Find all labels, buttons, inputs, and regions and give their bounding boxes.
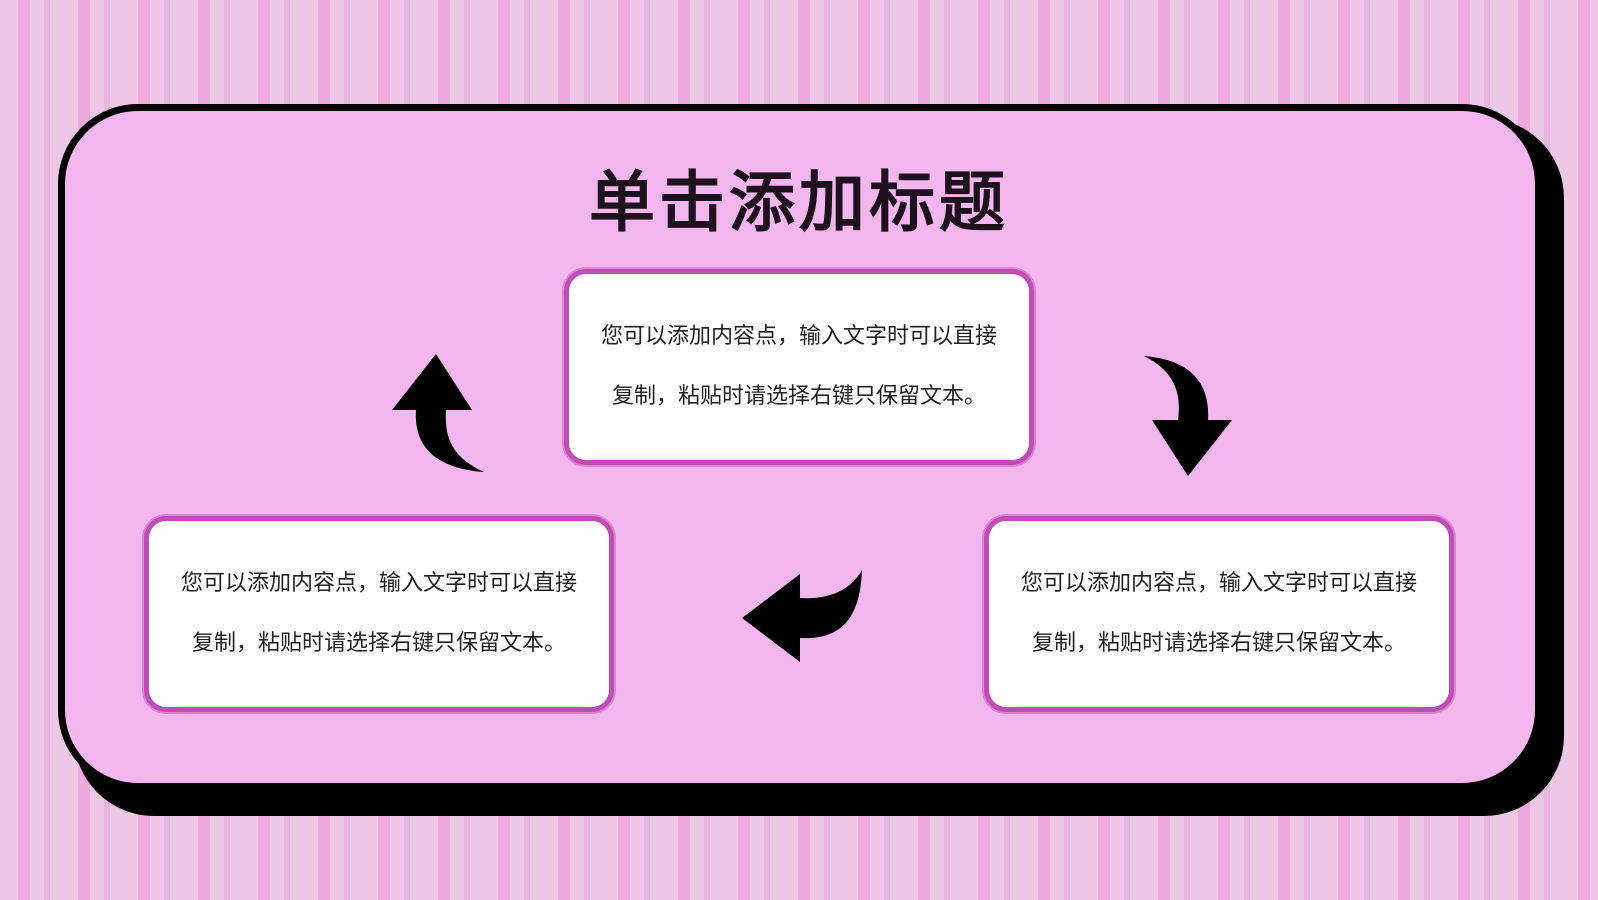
content-card-top[interactable]: 您可以添加内容点，输入文字时可以直接复制，粘贴时请选择右键只保留文本。 (564, 269, 1034, 465)
slide-title[interactable]: 单击添加标题 (589, 164, 1009, 241)
curved-up-arrow-icon (392, 354, 488, 478)
card-top-text: 您可以添加内容点，输入文字时可以直接复制，粘贴时请选择右键只保留文本。 (600, 324, 997, 409)
curved-left-arrow-icon (742, 570, 866, 666)
content-card-right[interactable]: 您可以添加内容点，输入文字时可以直接复制，粘贴时请选择右键只保留文本。 (984, 516, 1454, 712)
curved-down-arrow-icon (1144, 354, 1240, 478)
card-left-text: 您可以添加内容点，输入文字时可以直接复制，粘贴时请选择右键只保留文本。 (180, 571, 577, 656)
card-right-text: 您可以添加内容点，输入文字时可以直接复制，粘贴时请选择右键只保留文本。 (1020, 571, 1417, 656)
content-card-left[interactable]: 您可以添加内容点，输入文字时可以直接复制，粘贴时请选择右键只保留文本。 (144, 516, 614, 712)
